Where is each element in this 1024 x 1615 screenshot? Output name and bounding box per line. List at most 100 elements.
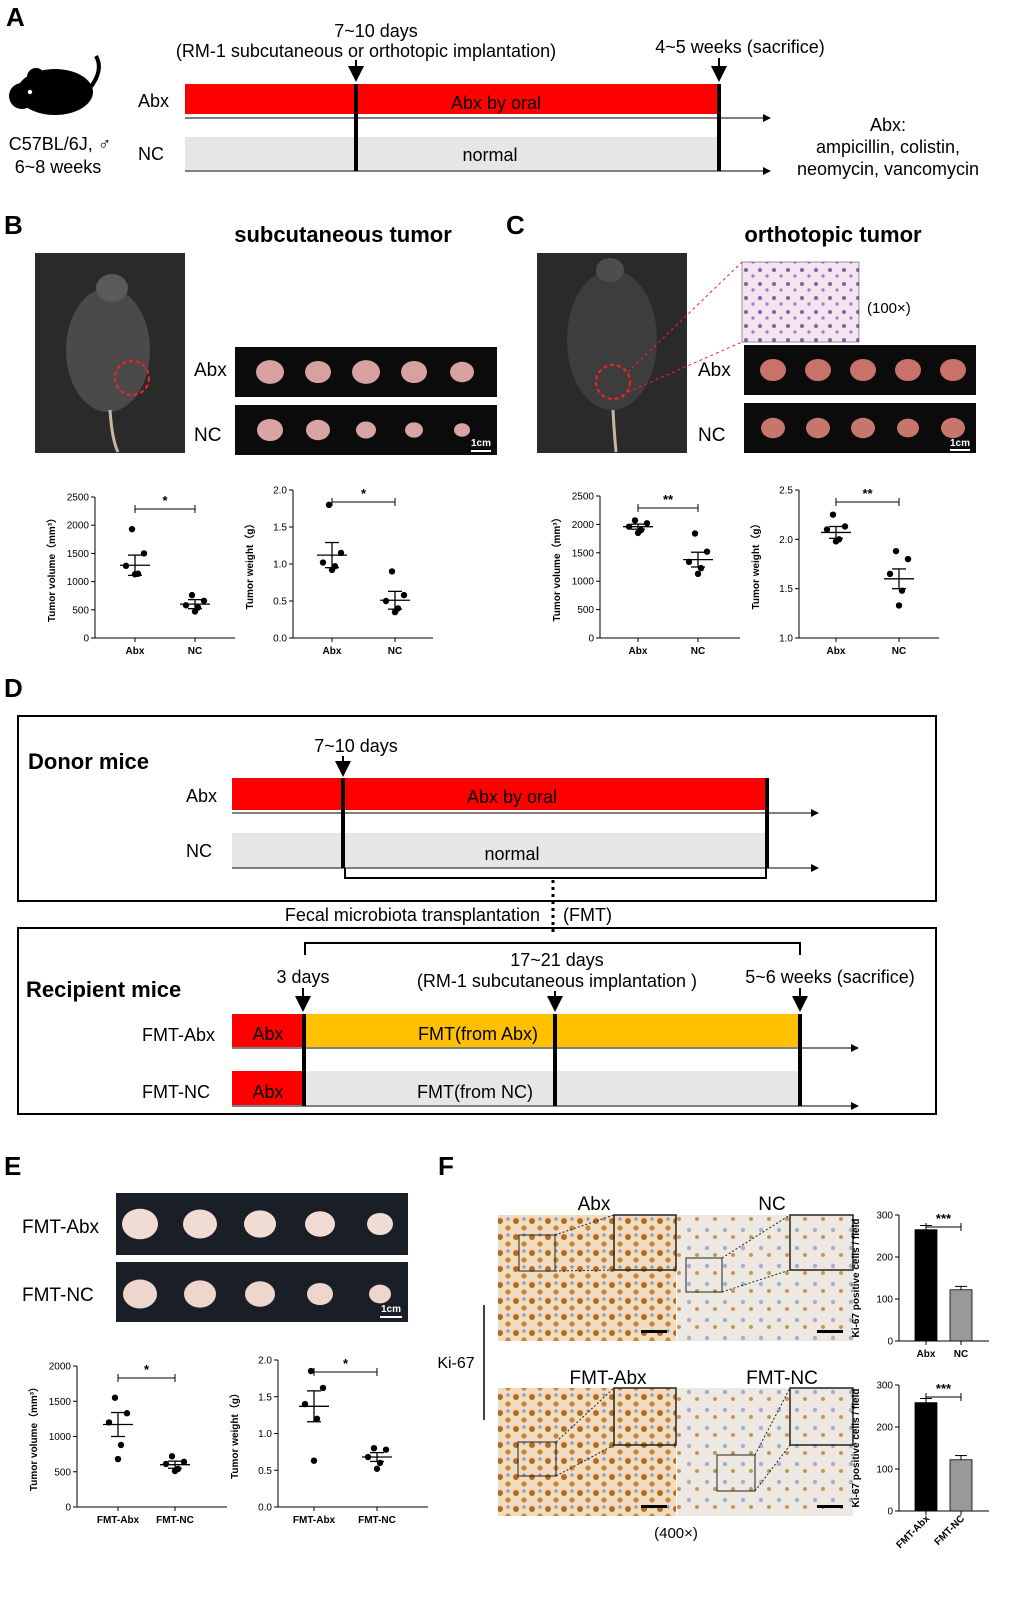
y-tick-label: 0 [83,634,89,645]
bar [949,1289,973,1342]
data-point [325,501,333,508]
data-point [140,550,148,557]
data-point [337,549,345,557]
y-tick-label: 1500 [67,549,90,560]
f-ihc-fmt-abx [498,1388,676,1516]
c-zoom-line-bottom [627,341,743,393]
y-tick-label: 500 [54,1467,71,1478]
tumor-specimen [307,1282,333,1306]
x-tick-label: FMT-NC [156,1515,194,1526]
b-scale-bar [471,450,491,452]
x-tick-label: NC [954,1349,968,1360]
f-stain-label: Ki-67 [437,1355,474,1372]
y-tick-label: 1.5 [273,523,287,534]
data-point [643,520,651,527]
a-abx-bar [185,84,721,114]
e-tumor-specimens [122,1208,393,1309]
significance-label: *** [936,1211,952,1226]
donor-bracket [344,868,767,879]
data-point [123,1410,131,1417]
rec-row2-prefix-label: Abx [252,1082,283,1102]
mouse-body-outline-b [66,274,150,453]
data-point [313,1415,321,1423]
y-tick-label: 2.0 [258,1356,272,1367]
rec-row2-abx-prefix [232,1071,304,1105]
y-axis-label: Tumor volume（mm³） [27,1382,40,1491]
data-point [117,1441,125,1449]
rec-time2-days: 17~21 days [510,950,604,970]
recipient-box [17,927,937,1115]
data-point [319,1384,327,1392]
y-tick-label: 0.5 [273,597,287,608]
panel-label-b: B [4,210,23,240]
y-tick-label: 1000 [572,577,595,588]
tumor-specimen [256,360,284,384]
a-timeline-marker-2 [717,84,721,171]
donor-time: 7~10 days [314,736,398,756]
data-point [370,1445,378,1452]
y-tick-label: 2500 [572,492,595,503]
a-nc-bar-label: normal [462,145,517,165]
significance-label: *** [936,1381,952,1396]
data-point [200,597,208,604]
a-row-abx: Abx [138,91,169,111]
rec-marker-1 [302,1014,306,1106]
y-tick-label: 2000 [572,520,595,531]
x-tick-label: NC [691,646,705,657]
tumor-specimen [941,417,965,439]
fmt-label-left: Fecal microbiota transplantation [285,905,540,925]
data-point [691,530,699,537]
data-point [382,597,390,605]
data-point [694,570,702,578]
tumor-specimen [450,361,474,383]
y-tick-label: 200 [876,1253,893,1264]
data-point [685,558,693,566]
tumor-specimen [850,358,876,382]
x-tick-label: Abx [323,646,342,657]
y-tick-label: 300 [876,1381,893,1392]
data-point [162,1460,170,1468]
f-ihc-fmt-nc [677,1388,853,1516]
f-col-fmt-nc: FMT-NC [746,1368,818,1389]
tumor-specimen [183,1209,217,1239]
data-point [400,591,408,599]
data-point [376,1459,384,1467]
significance-label: * [343,1356,349,1371]
rec-row1-prefix-label: Abx [252,1024,283,1044]
y-tick-label: 1500 [49,1397,72,1408]
x-tick-label: NC [388,646,402,657]
a-time2: 4~5 weeks (sacrifice) [655,37,825,57]
tumor-specimen [305,1211,335,1237]
tumor-specimen [805,358,831,382]
panel-label-c: C [506,210,525,240]
y-tick-label: 0.5 [258,1466,272,1477]
data-point [168,1453,176,1460]
tumor-specimen [401,360,427,384]
y-tick-label: 300 [876,1211,893,1222]
f-col-nc: NC [758,1194,785,1215]
a-timeline-marker-1 [354,84,358,171]
data-point [182,602,190,609]
panel-label-a: A [6,2,25,32]
x-tick-label: Abx [827,646,846,657]
y-tick-label: 500 [577,605,594,616]
y-tick-label: 100 [876,1295,893,1306]
c-mag-label: (100×) [867,300,911,317]
bar [914,1402,938,1512]
y-tick-label: 200 [876,1423,893,1434]
data-point [319,559,327,566]
x-tick-label: NC [892,646,906,657]
data-point [898,587,906,594]
donor-abx-bar [232,778,766,810]
c-tumor-specimens [760,358,966,439]
x-tick-label: Abx [629,646,648,657]
data-point [171,1467,179,1475]
a-abx-note-line1: ampicillin, colistin, [816,137,960,157]
b-scale-label: 1cm [471,438,491,449]
